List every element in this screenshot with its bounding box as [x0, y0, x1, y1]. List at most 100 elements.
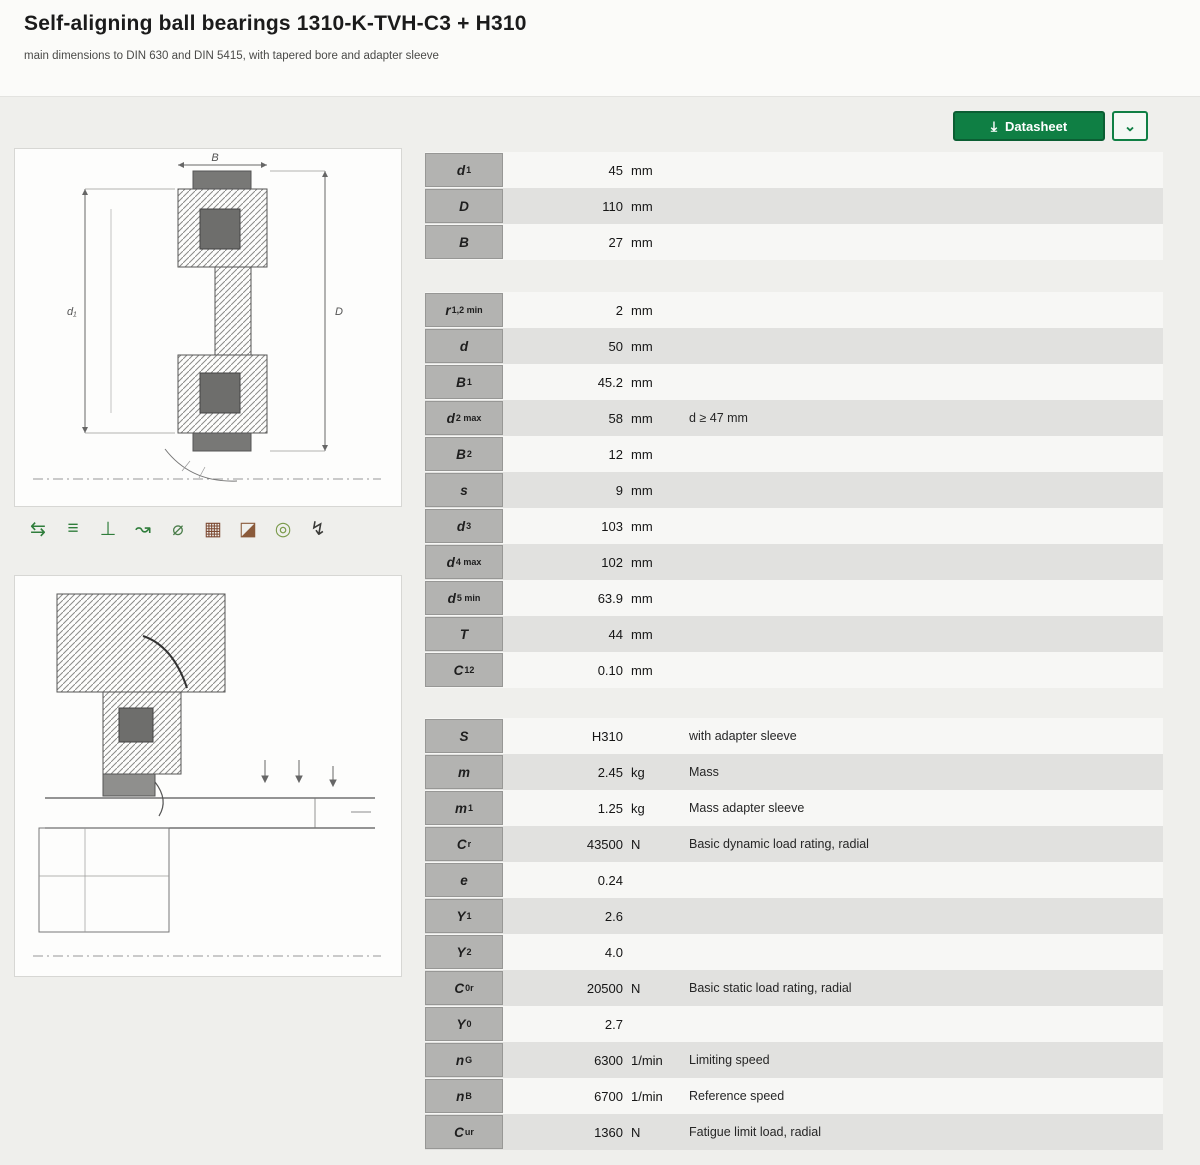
value-cell: 1.25	[597, 800, 623, 816]
grease-lubrication-icon: ⌀	[172, 518, 184, 540]
download-icon: ⤓	[990, 117, 998, 134]
symbol-cell: T	[425, 617, 503, 651]
remark-cell: Reference speed	[689, 1089, 785, 1103]
value-cell: 4.0	[604, 944, 623, 960]
unit-cell: mm	[631, 662, 653, 678]
mounting-icon: ↯	[310, 518, 326, 540]
value-cell: 12	[608, 446, 623, 462]
symbol-cell: s	[425, 473, 503, 507]
value-cell: 44	[608, 626, 623, 642]
value-cell: 2.45	[597, 764, 623, 780]
value-cell: 6700	[594, 1088, 623, 1104]
value-cell: 45	[608, 162, 623, 178]
chevron-down-icon: ⌄	[1123, 118, 1137, 135]
value-cell: 1360	[594, 1124, 623, 1140]
symbol-cell: D	[425, 189, 503, 223]
bearing-cross-section-drawing: B d₁ D	[14, 148, 402, 507]
value-cell: 43500	[586, 836, 623, 852]
unit-cell: mm	[631, 554, 653, 570]
unit-cell: mm	[631, 374, 653, 390]
value-cell: 6300	[594, 1052, 623, 1068]
unit-cell: N	[631, 1124, 641, 1140]
symbol-cell: e	[425, 863, 503, 897]
misalignment-compensation-icon: ⇆	[30, 518, 46, 540]
value-cell: 102	[601, 554, 623, 570]
value-cell: 63.9	[597, 590, 623, 606]
unit-cell: mm	[631, 162, 653, 178]
unit-cell: mm	[631, 482, 653, 498]
datasheet-button[interactable]: ⤓ Datasheet	[953, 111, 1105, 141]
remark-cell: Basic static load rating, radial	[689, 981, 852, 995]
speed-suitability-icon: ↝	[135, 518, 151, 540]
dim-label-d1: d₁	[67, 306, 77, 318]
datasheet-button-label: Datasheet	[1005, 118, 1068, 134]
unit-cell: N	[631, 836, 641, 852]
unit-cell: N	[631, 980, 641, 996]
remark-cell: Basic dynamic load rating, radial	[689, 837, 869, 851]
value-cell: 27	[608, 234, 623, 250]
value-cell: 50	[608, 338, 623, 354]
more-options-button[interactable]: ⌄	[1112, 111, 1148, 141]
page-subtitle: main dimensions to DIN 630 and DIN 5415,…	[24, 50, 439, 62]
symbol-cell: S	[425, 719, 503, 753]
unit-cell: mm	[631, 198, 653, 214]
temperature-icon: ◪	[239, 518, 257, 540]
unit-cell: mm	[631, 446, 653, 462]
value-cell: 2.6	[604, 908, 623, 924]
remark-cell: Limiting speed	[689, 1053, 770, 1067]
unit-cell: mm	[631, 518, 653, 534]
unit-cell: 1/min	[631, 1052, 663, 1068]
page-title: Self-aligning ball bearings 1310-K-TVH-C…	[24, 12, 527, 35]
dim-label-d: D	[335, 306, 343, 318]
remark-cell: d ≥ 47 mm	[689, 411, 748, 425]
value-cell: 0.10	[597, 662, 623, 678]
dim-label-b: B	[211, 152, 218, 164]
unit-cell: mm	[631, 410, 653, 426]
unit-cell: mm	[631, 626, 653, 642]
unit-cell: mm	[631, 302, 653, 318]
unit-cell: kg	[631, 764, 645, 780]
value-cell: 103	[601, 518, 623, 534]
axial-load-icon: ⊥	[99, 518, 117, 540]
unit-cell: mm	[631, 338, 653, 354]
unit-cell: 1/min	[631, 1088, 663, 1104]
remark-cell: with adapter sleeve	[689, 729, 797, 743]
value-cell: 2	[615, 302, 623, 318]
value-cell: 2.7	[604, 1016, 623, 1032]
